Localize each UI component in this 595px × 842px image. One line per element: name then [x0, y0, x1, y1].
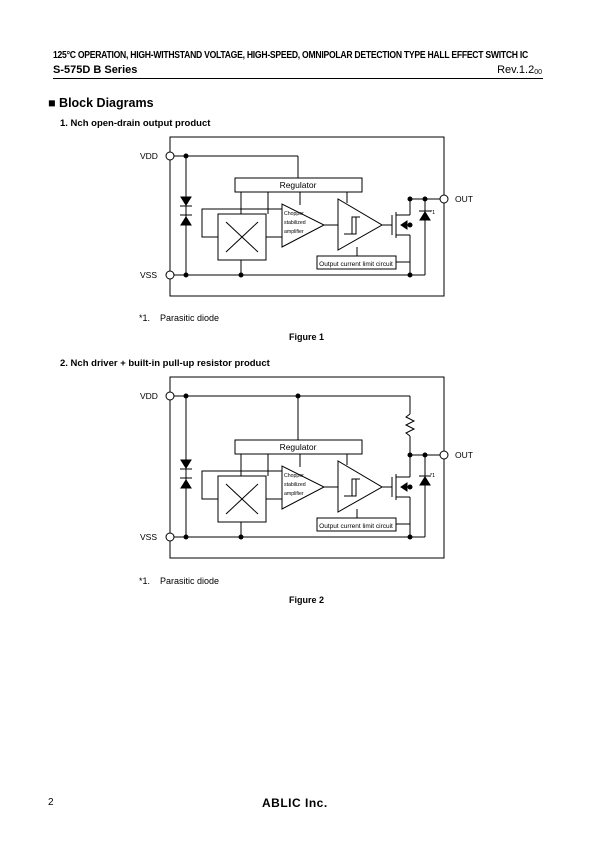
regulator-label: Regulator: [280, 180, 317, 190]
limit-label: Output current limit circuit: [319, 523, 393, 530]
vdd-pin-icon: [165, 391, 175, 401]
vdd-label: VDD: [140, 391, 158, 401]
company-logo: ABLIC Inc.: [262, 796, 328, 810]
square-bullet-icon: ■: [48, 96, 56, 110]
note-mark: *1.: [139, 313, 151, 323]
note-mark: *1.: [139, 576, 151, 586]
figure2-caption: Figure 2: [289, 595, 325, 605]
vdd-pin-icon: [165, 151, 175, 161]
note-text: Parasitic diode: [160, 313, 220, 323]
chopper-label-1: Chopper: [284, 211, 304, 217]
regulator-box: [234, 177, 363, 193]
regulator-box: [234, 439, 363, 455]
chopper-label-2: stabilized: [284, 220, 306, 226]
out-label: OUT: [455, 194, 473, 204]
comparator-triangle: [337, 460, 383, 513]
chopper-label-3: amplifier: [284, 491, 304, 497]
figure1-caption: Figure 1: [289, 332, 325, 342]
revision-sub: 00: [534, 69, 542, 76]
document-revision: Rev.1.200: [497, 64, 542, 76]
note-text: Parasitic diode: [160, 576, 220, 586]
parasitic-diode-mark: *1: [430, 210, 435, 216]
out-pin-icon: [439, 450, 449, 460]
document-series: S-575D B Series: [53, 64, 138, 76]
figure1-note: *1. Parasitic diode: [139, 313, 219, 323]
figure2-note: *1. Parasitic diode: [139, 576, 219, 586]
chopper-amplifier-triangle: [281, 465, 326, 510]
out-pin-icon: [439, 194, 449, 204]
ic-outline: [169, 136, 445, 297]
limit-label: Output current limit circuit: [319, 261, 393, 268]
chopper-amplifier-triangle: [281, 203, 326, 248]
figure1-heading: 1. Nch open-drain output product: [60, 118, 211, 129]
revision-number: Rev.1.2: [497, 64, 535, 76]
vdd-label: VDD: [140, 151, 158, 161]
ic-outline: [169, 376, 445, 559]
chopper-label-1: Chopper: [284, 473, 304, 479]
figure2-heading: 2. Nch driver + built-in pull-up resisto…: [60, 358, 270, 369]
section-title: ■ Block Diagrams: [48, 96, 154, 110]
vss-label: VSS: [140, 532, 157, 542]
out-label: OUT: [455, 450, 473, 460]
document-header-title: 125°C OPERATION, HIGH-WITHSTAND VOLTAGE,…: [53, 50, 528, 61]
chopper-label-2: stabilized: [284, 482, 306, 488]
chopper-label-3: amplifier: [284, 229, 304, 235]
comparator-triangle: [337, 198, 383, 251]
parasitic-diode-mark: *1: [430, 473, 435, 479]
vss-pin-icon: [165, 532, 175, 542]
page-number: 2: [48, 797, 54, 808]
vss-label: VSS: [140, 270, 157, 280]
section-title-text: Block Diagrams: [59, 96, 154, 110]
regulator-label: Regulator: [280, 442, 317, 452]
header-rule: [53, 78, 543, 79]
vss-pin-icon: [165, 270, 175, 280]
